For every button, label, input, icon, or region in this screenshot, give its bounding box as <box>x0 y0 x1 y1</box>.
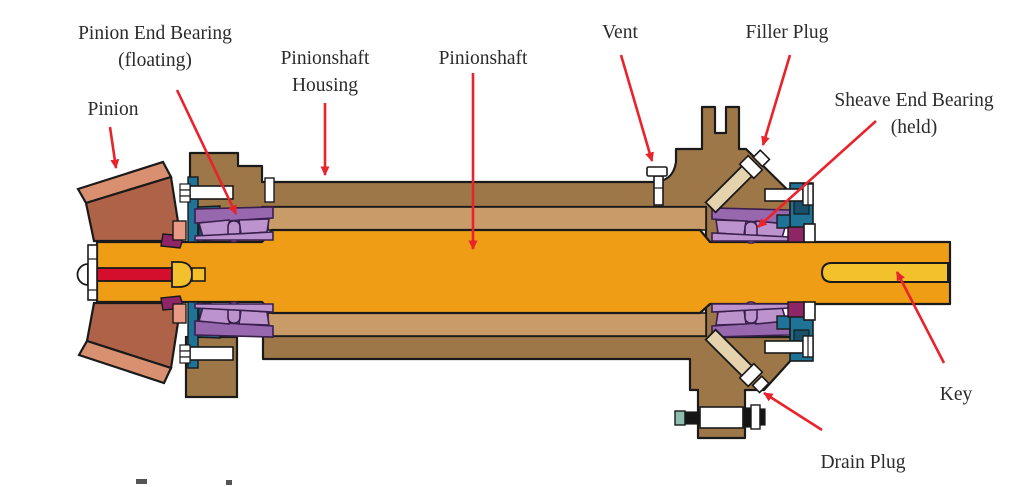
drain-boss-bolt <box>674 404 766 430</box>
bore-liner-bottom <box>267 312 707 337</box>
filler-plug-part <box>704 149 771 214</box>
vent-part <box>646 166 668 206</box>
arrow-filler-plug <box>761 54 792 146</box>
bore-liner-top <box>267 206 707 231</box>
label-sheave-end-bearing: Sheave End Bearing (held) <box>815 87 1013 141</box>
arrow-drain-plug <box>763 391 823 432</box>
label-pinionshaft-housing: Pinionshaft Housing <box>251 45 399 99</box>
label-text: Pinion <box>87 99 139 120</box>
label-drain-plug: Drain Plug <box>804 449 922 476</box>
arrow-pinion <box>108 126 120 169</box>
arrow-key <box>895 271 946 364</box>
label-key: Key <box>919 381 993 408</box>
lock-rod <box>96 267 173 282</box>
label-text: Drain Plug <box>820 452 906 473</box>
pinion-end-bearing-bottom <box>194 301 274 338</box>
end-bolt-head <box>76 263 89 286</box>
label-text: Filler Plug <box>745 22 829 43</box>
label-text: Key <box>939 384 973 405</box>
lock-rod-neck <box>191 267 206 282</box>
cropped-text-fragment <box>226 480 232 485</box>
label-pinion-end-bearing: Pinion End Bearing (floating) <box>52 20 258 74</box>
label-text: (floating) <box>118 50 192 71</box>
retainer-plate <box>87 244 98 301</box>
pinion-gear <box>76 160 183 385</box>
label-filler-plug: Filler Plug <box>730 19 844 46</box>
drain-plug-part <box>704 328 770 394</box>
label-text: Sheave End Bearing <box>834 90 994 111</box>
cap-bolts <box>179 183 814 364</box>
label-pinionshaft: Pinionshaft <box>421 45 545 72</box>
label-text: (held) <box>890 117 938 138</box>
label-text: Housing <box>291 75 359 96</box>
arrow-sheave-end-bearing <box>757 120 877 228</box>
lock-rod-cap <box>171 261 193 288</box>
label-pinion: Pinion <box>71 96 155 123</box>
label-text: Pinion End Bearing <box>78 23 232 44</box>
label-text: Vent <box>602 22 638 43</box>
arrow-vent <box>619 54 654 162</box>
callout-arrows <box>108 54 946 432</box>
cropped-text-fragment <box>136 479 147 484</box>
label-text: Pinionshaft <box>438 48 528 69</box>
housing-cap-slot <box>264 177 275 203</box>
key-part <box>820 262 949 283</box>
arrow-pinion-end-bearing <box>175 89 238 215</box>
pinionshaft-part <box>95 228 952 315</box>
label-vent: Vent <box>582 19 658 46</box>
label-text: Pinionshaft <box>280 48 370 69</box>
